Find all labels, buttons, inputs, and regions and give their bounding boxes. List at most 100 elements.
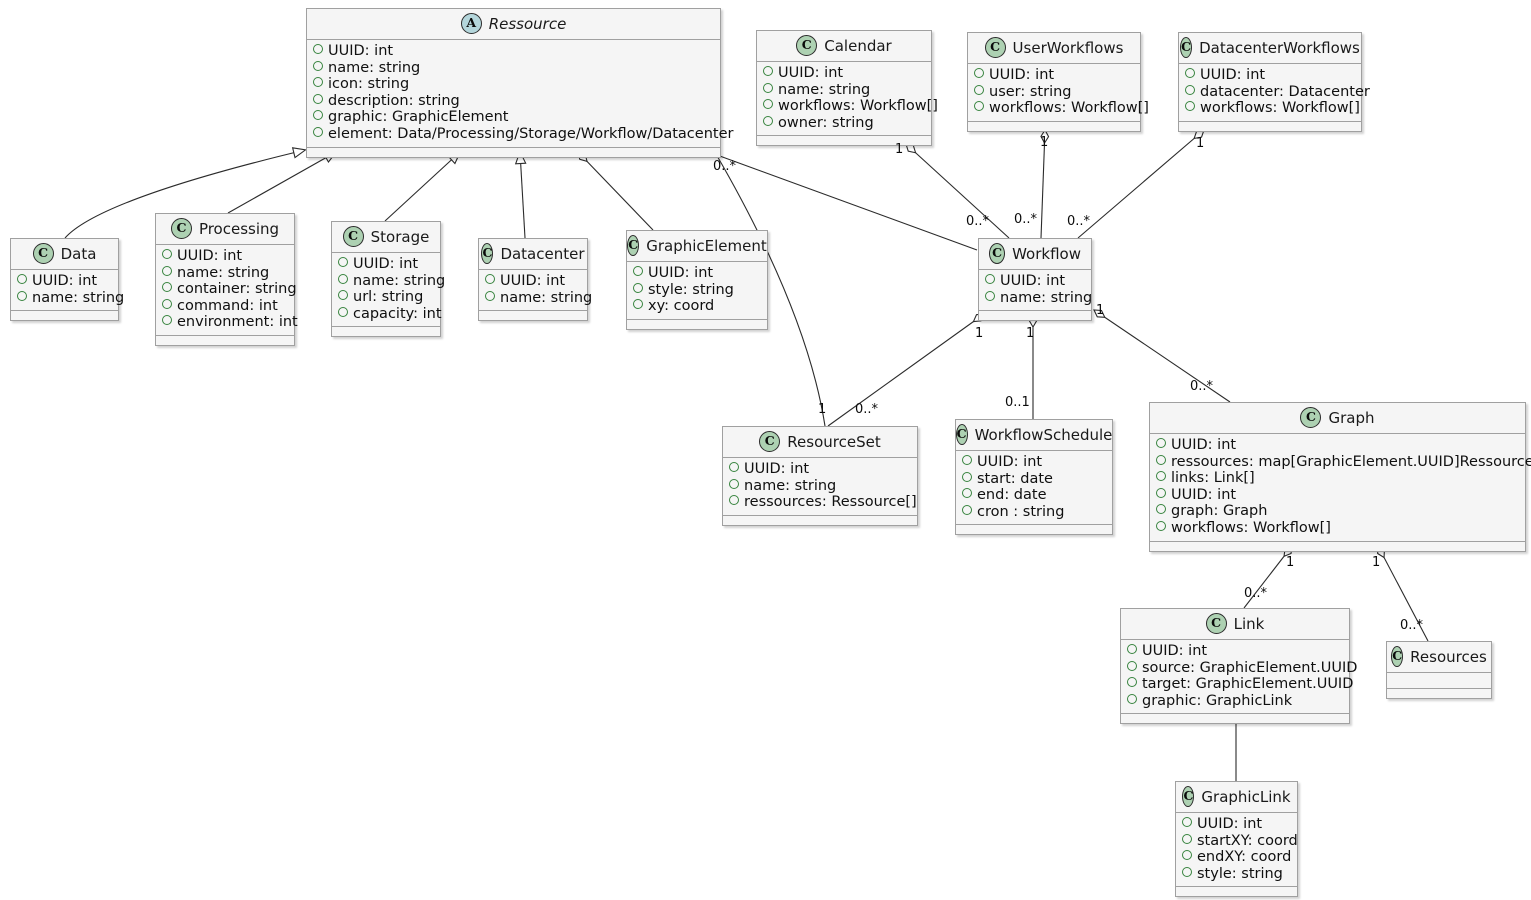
visibility-public-icon (633, 266, 643, 276)
attribute-row: owner: string (763, 115, 925, 132)
edge-graphicelement-ressource (578, 152, 654, 231)
attribute-row: name: string (162, 265, 288, 282)
class-methods-compartment (757, 135, 931, 145)
class-methods-compartment (956, 524, 1112, 534)
attribute-label: target: GraphicElement.UUID (1142, 676, 1354, 693)
class-icon: C (32, 243, 54, 264)
class-icon: C (759, 431, 781, 452)
multiplicity-m-wf-graph: 1 (1096, 303, 1105, 318)
attribute-row: UUID: int (763, 65, 925, 82)
attribute-label: description: string (328, 92, 460, 109)
visibility-public-icon (1156, 438, 1166, 448)
visibility-public-icon (338, 273, 348, 284)
multiplicity-m-wf-datacenter: 0..* (1067, 214, 1091, 229)
attribute-row: ressources: Ressource[] (729, 494, 917, 511)
abstract-class-icon: A (460, 13, 482, 34)
attribute-row: source: GraphicElement.UUID (1127, 660, 1357, 677)
visibility-public-icon (1182, 866, 1192, 877)
visibility-public-icon (985, 274, 995, 284)
attribute-row: name: string (338, 273, 445, 290)
attribute-label: links: Link[] (1171, 470, 1255, 487)
visibility-public-icon (1156, 520, 1166, 531)
attribute-row: startXY: coord (1182, 833, 1298, 850)
attribute-label: datacenter: Datacenter (1200, 83, 1370, 100)
attribute-row: workflows: Workflow[] (1156, 520, 1519, 537)
multiplicity-m-wf-schedule: 1 (1026, 326, 1035, 341)
attribute-label: container: string (177, 281, 297, 298)
attribute-label: UUID: int (500, 273, 566, 289)
visibility-public-icon (1127, 644, 1137, 654)
visibility-public-icon (313, 110, 323, 121)
visibility-public-icon (1156, 471, 1166, 482)
visibility-public-icon (338, 290, 348, 301)
attribute-label: capacity: int (353, 305, 442, 322)
attribute-label: cron : string (977, 503, 1065, 520)
visibility-public-icon (633, 299, 643, 310)
attribute-label: name: string (353, 272, 446, 289)
visibility-public-icon (162, 298, 172, 309)
visibility-public-icon (313, 93, 323, 104)
attribute-label: UUID: int (1197, 816, 1263, 832)
visibility-public-icon (763, 82, 773, 93)
attribute-row: UUID: int (1127, 643, 1343, 660)
attribute-label: name: string (778, 81, 871, 98)
class-icon: C (1182, 786, 1195, 807)
attribute-label: UUID: int (1000, 273, 1066, 289)
multiplicity-m-wf-resourceset: 1 (975, 326, 984, 341)
attribute-label: UUID: int (177, 248, 243, 264)
class-methods-compartment (1179, 120, 1361, 131)
attribute-row: UUID: int (1182, 816, 1291, 833)
attribute-label: endXY: coord (1197, 849, 1292, 866)
visibility-public-icon (162, 282, 172, 293)
class-methods-compartment (1387, 688, 1491, 698)
attribute-row: icon: string (313, 76, 714, 93)
class-name-resourceset: ResourceSet (787, 432, 881, 451)
attribute-row: capacity: int (338, 306, 442, 323)
attribute-row: graphic: GraphicElement (313, 109, 714, 126)
attribute-row: UUID: int (485, 273, 581, 290)
edge-storage-ressource (384, 152, 460, 222)
visibility-public-icon (338, 306, 348, 317)
attribute-label: workflows: Workflow[] (778, 98, 938, 115)
class-icon: C (1300, 407, 1322, 428)
attribute-label: startXY: coord (1197, 832, 1298, 849)
visibility-public-icon (974, 101, 984, 112)
class-name-data: Data (60, 244, 97, 263)
attribute-row: workflows: Workflow[] (763, 98, 938, 115)
attribute-row: name: string (313, 60, 714, 77)
attribute-row: name: string (985, 290, 1092, 307)
visibility-public-icon (729, 462, 739, 472)
class-icon: C (1391, 646, 1404, 667)
attribute-row: end: date (962, 487, 1106, 504)
edge-processing-ressource (227, 152, 336, 214)
visibility-public-icon (729, 478, 739, 489)
class-name-datacenterworkflows: DatacenterWorkflows (1199, 38, 1360, 57)
class-name-link: Link (1233, 614, 1265, 633)
attribute-label: UUID: int (1171, 437, 1237, 453)
